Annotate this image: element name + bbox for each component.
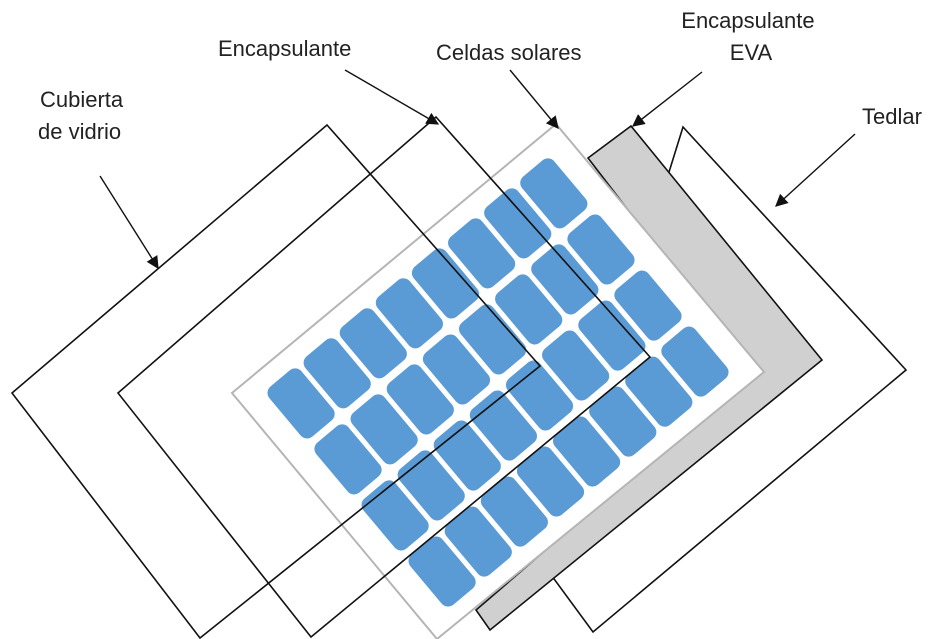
solar-cell — [484, 188, 552, 259]
glass-cover-layer — [10, 123, 542, 639]
solar-cell — [375, 278, 444, 349]
label-eva-line2: EVA — [730, 40, 773, 65]
solar-cell — [542, 330, 610, 401]
leader-solar-cells — [509, 69, 559, 129]
leader-glass-cover — [99, 175, 159, 270]
label-tedlar: Tedlar — [862, 104, 922, 129]
solar-cell — [459, 304, 527, 375]
solar-cell — [614, 270, 682, 341]
solar-cell — [661, 326, 729, 397]
solar-cell — [553, 416, 621, 487]
solar-cell — [303, 338, 371, 409]
top-encapsulant-layer — [116, 115, 652, 639]
solar-cell — [448, 218, 516, 289]
solar-cell — [531, 244, 599, 315]
solar-cell — [589, 386, 657, 457]
solar-cell — [567, 214, 635, 285]
solar-cell — [422, 334, 491, 405]
label-eva-line1: Encapsulante — [681, 8, 814, 33]
solar-cell — [314, 424, 382, 495]
solar-cell — [505, 360, 574, 431]
solar-cell — [408, 536, 476, 607]
leader-eva — [632, 71, 703, 127]
label-encapsulant: Encapsulante — [218, 36, 351, 61]
solar-cell — [411, 248, 480, 319]
solar-cell — [339, 308, 407, 379]
leader-encapsulant — [344, 69, 440, 125]
label-glass-cover: Cubierta de vidrio — [38, 87, 129, 144]
solar-cell — [267, 368, 335, 439]
label-eva: Encapsulante EVA — [681, 8, 820, 65]
solar-cell — [444, 506, 512, 577]
label-glass-cover-line1: Cubierta — [40, 87, 124, 112]
solar-cell — [480, 476, 548, 547]
solar-cells-grid — [267, 158, 729, 607]
solar-cell — [350, 394, 418, 465]
solar-cell — [578, 300, 646, 371]
solar-cell — [397, 450, 465, 521]
solar-cell — [516, 446, 585, 517]
leader-tedlar — [775, 133, 856, 207]
solar-cell — [386, 364, 454, 435]
label-glass-cover-line2: de vidrio — [38, 119, 121, 144]
solar-cell — [495, 274, 563, 345]
label-solar-cells: Celdas solares — [436, 40, 582, 65]
solar-cell — [520, 158, 588, 229]
solar-cell — [625, 356, 693, 427]
solar-cell — [361, 480, 429, 551]
